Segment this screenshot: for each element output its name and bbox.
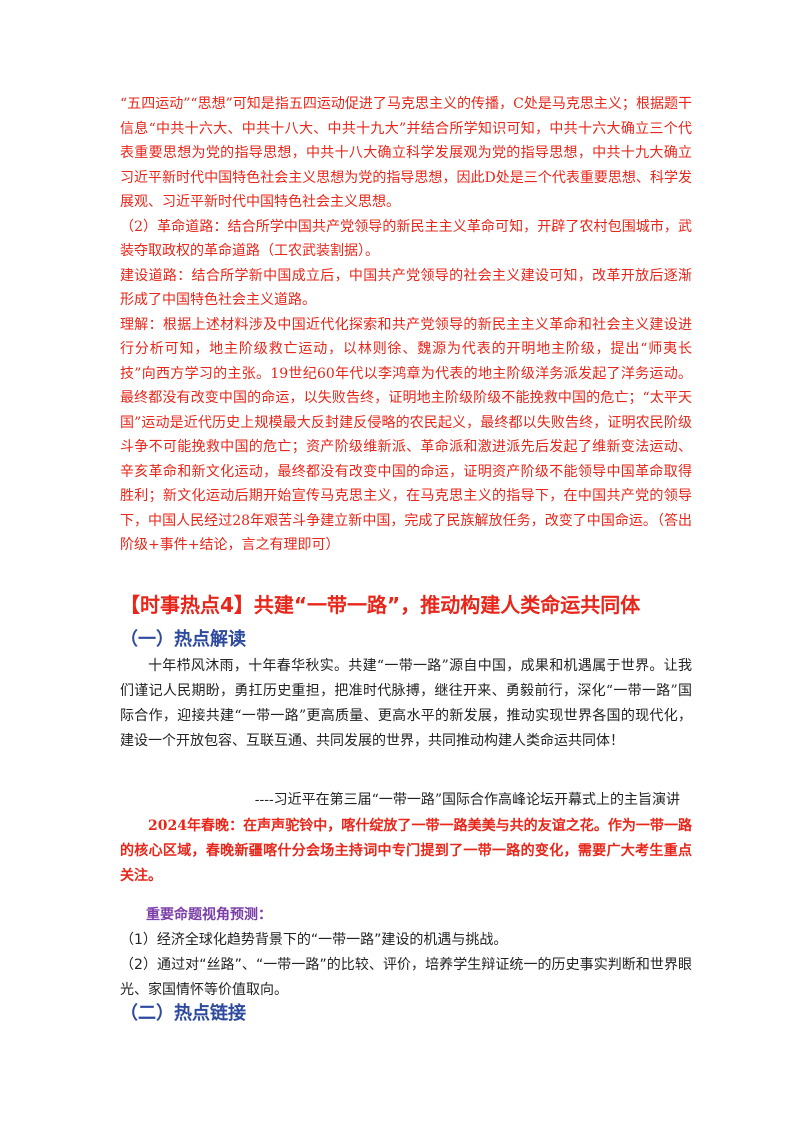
- answer-paragraph-understanding: 理解：根据上述材料涉及中国近代化探索和共产党领导的新民主主义革命和社会主义建设进…: [120, 316, 692, 554]
- speech-quote-text: 十年栉风沐雨，十年春华秋实。共建“一带一路”源自中国，成果和机遇属于世界。让我们…: [120, 658, 692, 749]
- spring-gala-note-text: 2024年春晚：在声声驼铃中，喀什绽放了一带一路美美与共的友谊之花。作为一带一路…: [120, 818, 692, 884]
- answer-paragraph-1: “五四运动”“思想”可知是指五四运动促进了马克思主义的传播，C处是马克思主义；根…: [120, 96, 692, 210]
- section-heading-links: （二）热点链接: [120, 1003, 246, 1024]
- answer-paragraph-revolution: （2）革命道路：结合所学中国共产党领导的新民主主义革命可知，开辟了农村包围城市，…: [120, 218, 692, 260]
- quote-source: ----习近平在第三届“一带一路”国际合作高峰论坛开幕式上的主旨演讲: [254, 792, 680, 808]
- answer-paragraph-construction: 建设道路：结合所学新中国成立后，中国共产党领导的社会主义建设可知，改革开放后逐渐…: [120, 267, 692, 309]
- speech-quote: 十年栉风沐雨，十年春华秋实。共建“一带一路”源自中国，成果和机遇属于世界。让我们…: [120, 654, 692, 754]
- spring-gala-note: 2024年春晚：在声声驼铃中，喀什绽放了一带一路美美与共的友谊之花。作为一带一路…: [120, 814, 692, 889]
- prediction-item-1: （1）经济全球化趋势背景下的“一带一路”建设的机遇与挑战。: [120, 932, 508, 948]
- hotspot-title: 【时事热点4】共建“一带一路”，推动构建人类命运共同体: [120, 593, 641, 617]
- prediction-heading: 重要命题视角预测：: [146, 907, 272, 923]
- answer-explanation: “五四运动”“思想”可知是指五四运动促进了马克思主义的传播，C处是马克思主义；根…: [120, 92, 692, 558]
- prediction-item-2: （2）通过对“丝路”、“一带一路”的比较、评价，培养学生辩证统一的历史事实判断和…: [120, 957, 692, 998]
- prediction-list: （1）经济全球化趋势背景下的“一带一路”建设的机遇与挑战。 （2）通过对“丝路”…: [120, 928, 692, 1003]
- section-heading-interpretation: （一）热点解读: [120, 629, 246, 650]
